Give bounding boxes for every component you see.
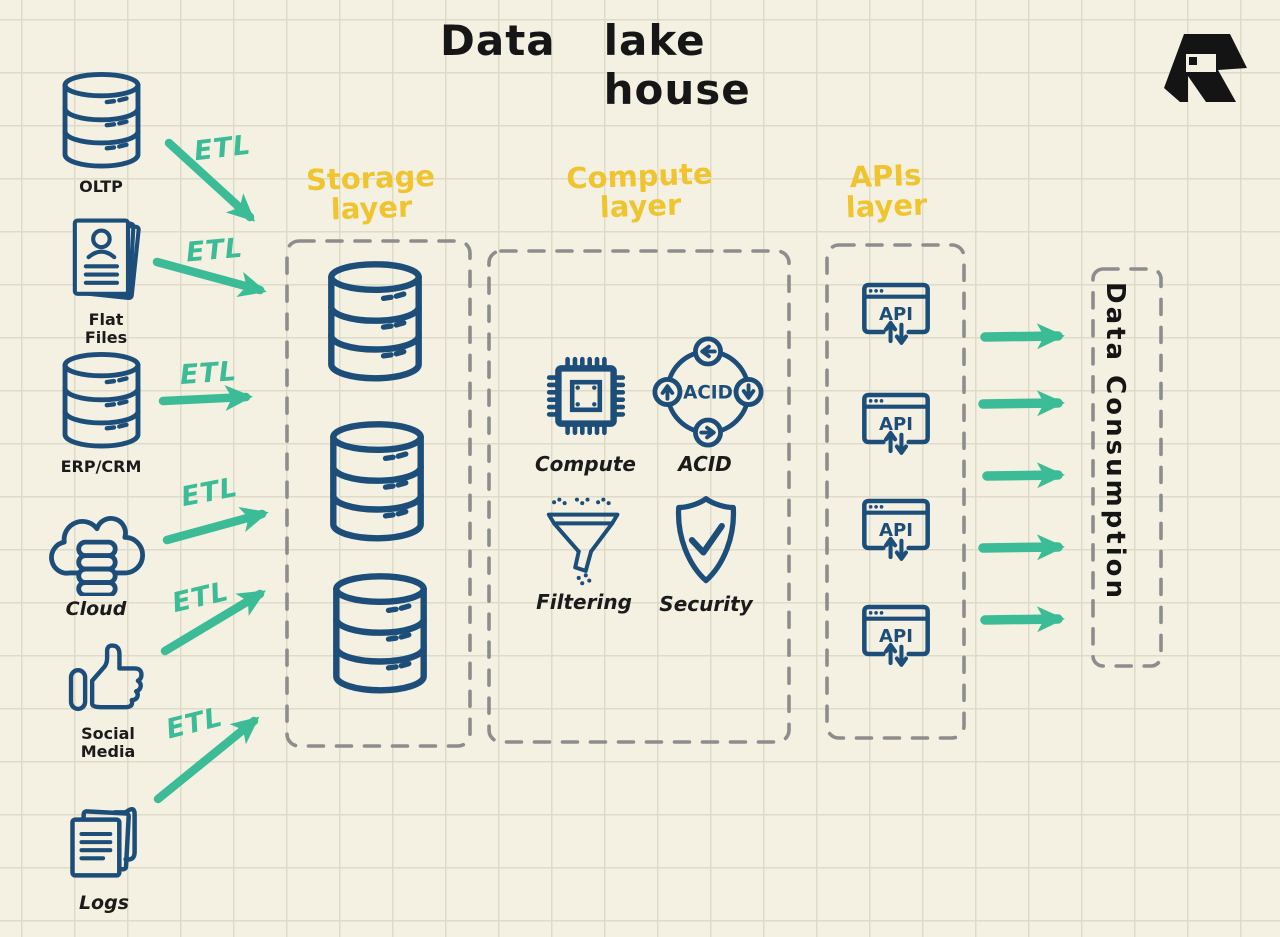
database-icon: [333, 573, 427, 694]
api-window-icon: API: [862, 282, 930, 345]
up-down-arrows-icon: [884, 642, 908, 667]
logs-icon: [70, 807, 137, 878]
source-social-media: Social Media: [52, 636, 164, 762]
etl-label: ETL: [184, 232, 245, 269]
database-icon: [330, 421, 424, 542]
source-label: Social Media: [80, 724, 136, 762]
up-down-arrows-icon: [884, 430, 908, 455]
source-label: Logs: [78, 892, 130, 914]
storage-layer-box: [285, 239, 472, 748]
etl-arrow: [160, 589, 267, 656]
etl-arrow: [153, 716, 260, 804]
documents-icon: [72, 218, 141, 301]
consumption-arrow: [978, 534, 1065, 561]
consumption-arrow: [980, 606, 1065, 633]
page-title-word-1: Data: [440, 16, 556, 65]
security-shield-icon: [675, 496, 737, 584]
security-label: Security: [659, 592, 753, 616]
compute-layer-title: Compute layer: [565, 156, 714, 225]
source-flat-files: Flat Files: [50, 210, 162, 348]
api-window-icon: API: [862, 604, 930, 667]
filter-funnel-icon: [546, 497, 620, 586]
compute-label: Compute: [535, 452, 636, 476]
r-logo-dot: [1189, 57, 1197, 65]
cpu-chip-icon: [546, 356, 626, 436]
database-icon: [62, 352, 140, 449]
api-label-text: API: [879, 414, 913, 435]
filtering-label: Filtering: [536, 590, 632, 614]
api-label-text: API: [879, 520, 913, 541]
brand-logo: [1164, 34, 1247, 102]
acid-badge-text: ACID: [683, 383, 733, 404]
consumption-box: [1091, 267, 1163, 668]
page-title: Data lake house: [440, 16, 840, 114]
etl-arrow: [152, 257, 267, 298]
etl-arrow: [158, 385, 253, 411]
acid-label: ACID: [678, 452, 732, 476]
database-icon: [62, 72, 140, 169]
page-title-word-2: lake house: [603, 16, 751, 114]
source-label: OLTP: [79, 177, 123, 196]
etl-label: ETL: [178, 356, 239, 391]
apis-layer-title: APIs layer: [845, 157, 928, 225]
cloud-database-icon: [49, 516, 146, 596]
api-label-text: API: [879, 304, 913, 325]
up-down-arrows-icon: [884, 320, 908, 345]
source-label: ERP/CRM: [60, 457, 142, 476]
source-logs: Logs: [48, 796, 160, 915]
consumption-arrow: [980, 323, 1065, 350]
source-cloud: Cloud: [40, 496, 152, 621]
storage-layer-title: Storage layer: [305, 158, 436, 227]
consumption-title: Data Consumption: [1100, 282, 1130, 602]
consumption-arrow: [978, 390, 1065, 417]
database-icon: [328, 261, 422, 382]
acid-cycle-icon: ACID: [652, 336, 764, 448]
up-down-arrows-icon: [884, 536, 908, 561]
api-window-icon: API: [862, 498, 930, 561]
source-erp-crm: ERP/CRM: [45, 350, 157, 476]
source-label: Cloud: [65, 598, 127, 620]
api-window-icon: API: [862, 392, 930, 455]
etl-arrow: [164, 138, 256, 222]
apis-layer-box: [825, 243, 966, 740]
consumption-arrow: [982, 462, 1065, 489]
thumbs-up-icon: [68, 643, 144, 712]
source-oltp: OLTP: [45, 70, 157, 196]
source-label: Flat Files: [84, 310, 128, 348]
etl-arrow: [162, 507, 269, 545]
api-label-text: API: [879, 626, 913, 647]
